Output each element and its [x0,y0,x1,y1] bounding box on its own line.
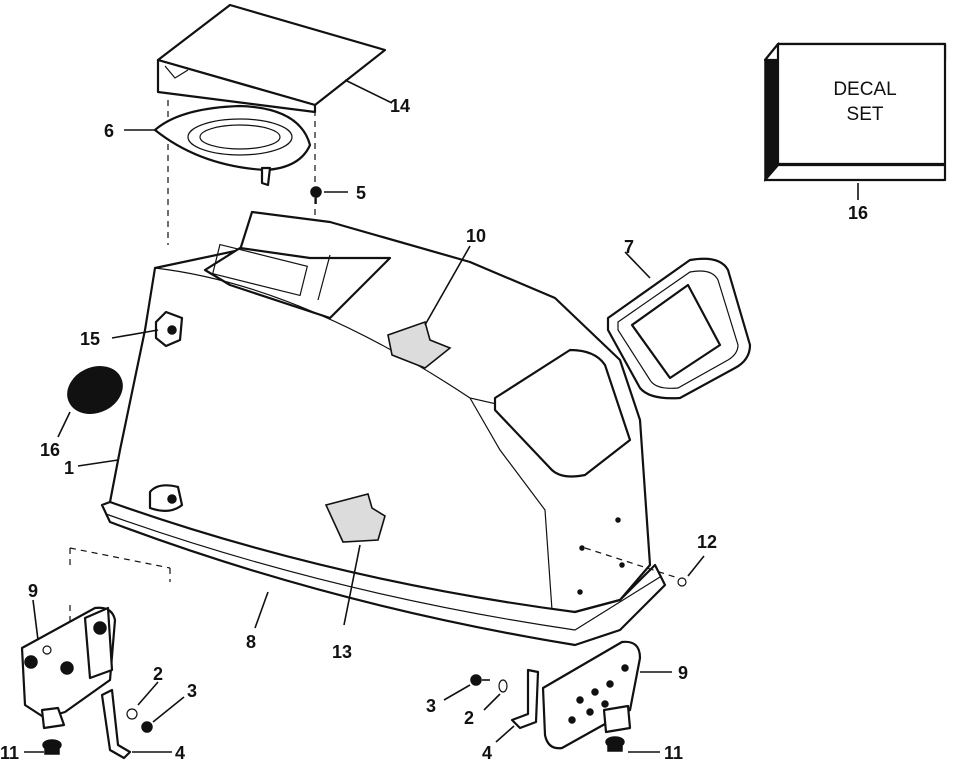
callout-7: 7 [624,237,634,257]
callout-11-right: 11 [664,743,683,763]
decal-set-box: DECAL SET 16 [763,41,947,223]
callout-14: 14 [390,96,410,116]
callout-15: 15 [80,329,100,349]
part-2-left-washer: 2 [126,664,163,720]
callout-13: 13 [332,642,352,662]
callout-9-left: 9 [28,581,38,601]
callout-16-decal: 16 [848,203,868,223]
part-9-right-bracket: 9 [541,640,688,750]
callout-2-left: 2 [153,664,163,684]
part-9-left-bracket: 9 [20,581,117,730]
part-12-screw: 12 [584,532,717,587]
decal-label-line1: DECAL [833,79,896,100]
callout-16-oval: 16 [40,440,60,460]
callout-2-right: 2 [464,708,474,728]
callout-3-right: 3 [426,696,436,716]
part-13-pad: 13 [324,493,386,662]
callout-10: 10 [466,226,486,246]
callout-11-left: 11 [0,743,19,763]
callout-8: 8 [246,632,256,652]
callout-5: 5 [356,183,366,203]
callout-4-right: 4 [482,743,492,763]
part-2-right-washer: 2 [464,679,508,728]
part-4-right-clip: 4 [482,668,540,763]
part-7-window-frame: 7 [606,237,752,400]
callout-4-left: 4 [175,743,185,763]
part-10-pad: 10 [387,226,486,369]
callout-12: 12 [697,532,717,552]
callout-9-right: 9 [678,663,688,683]
part-11-left-bumper: 11 [0,739,62,763]
part-1-engine-cover: 1 [64,210,667,647]
callout-3-left: 3 [187,681,197,701]
callout-6: 6 [104,121,114,141]
part-3-right-screw: 3 [426,674,490,716]
part-16-oval-decal: 16 [40,366,123,460]
decal-label-line2: SET [847,104,884,125]
part-5-screw: 5 [310,183,366,204]
leader-8 [254,591,269,629]
part-3-left-screw: 3 [141,681,197,733]
alignment-line-lower [69,547,171,569]
part-14-top-lid: 14 [156,3,410,116]
part-15-knob: 15 [80,310,184,349]
part-4-left-clip: 4 [100,688,185,763]
part-6-plate: 6 [104,104,312,187]
part-11-right-bumper: 11 [605,736,683,763]
callout-1: 1 [64,458,74,478]
